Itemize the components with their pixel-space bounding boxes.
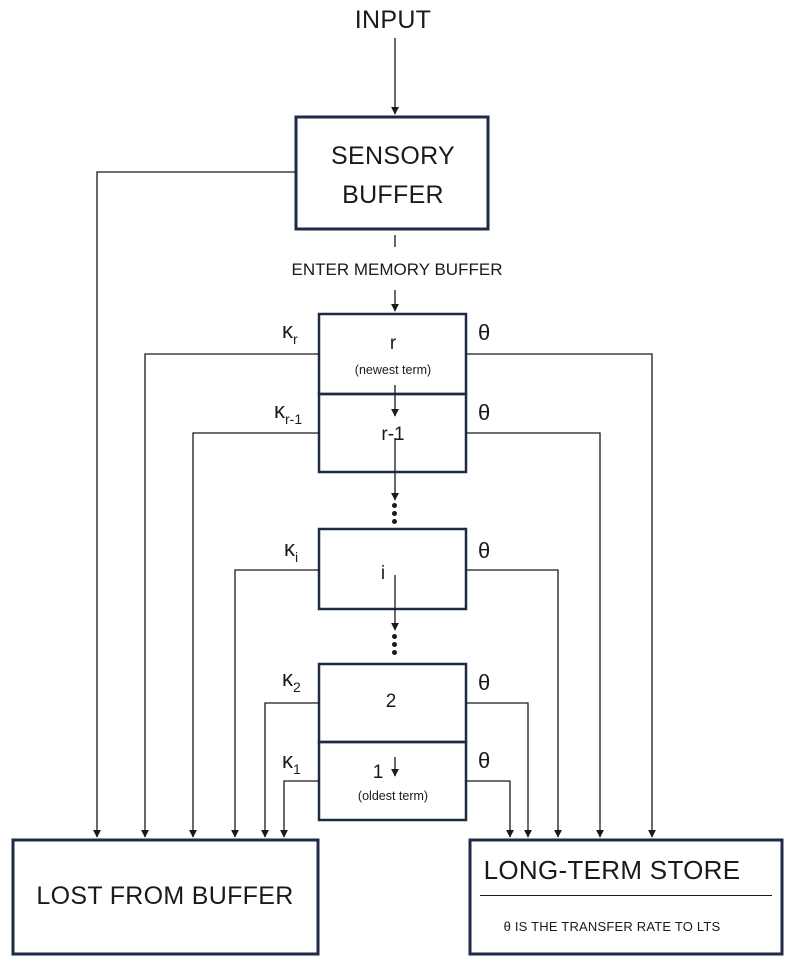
ellipsis-dot: [392, 511, 397, 516]
sensory-buffer-line2: BUFFER: [342, 181, 444, 209]
slot-note-oldest: (oldest term): [357, 789, 429, 803]
slot-label-i: i: [380, 563, 386, 584]
transfer-arrow-r-1: [466, 432, 604, 838]
lost-from-buffer-box: [11, 838, 320, 956]
ellipsis-dot: [392, 650, 397, 655]
loss-arrow-r: [141, 353, 319, 838]
theta-label-r: θ: [478, 320, 491, 345]
sensory-buffer-line1: SENSORY: [331, 142, 455, 170]
slot-box-i: [317, 527, 468, 611]
kappa-label-1: κ1: [282, 748, 301, 777]
slot-label-2: 2: [385, 691, 397, 712]
slot-label-r-1: r-1: [381, 424, 405, 445]
sensory-buffer-box: [294, 115, 490, 231]
ellipsis-dot: [392, 634, 397, 639]
loss-arrow-r-1: [189, 432, 319, 838]
transfer-arrow-i: [466, 569, 562, 838]
kappa-label-i: κi: [284, 536, 299, 565]
theta-label-i: θ: [478, 538, 491, 563]
long-term-store-title: LONG-TERM STORE: [483, 855, 741, 885]
loss-arrow-1: [280, 780, 319, 838]
kappa-label-r: κr: [282, 318, 298, 347]
input-label: INPUT: [354, 6, 432, 34]
transfer-arrow-r: [466, 353, 656, 838]
long-term-store-note: θ IS THE TRANSFER RATE TO LTS: [503, 919, 721, 934]
ellipsis-dot: [392, 519, 397, 524]
enter-memory-buffer-label: ENTER MEMORY BUFFER: [291, 260, 503, 279]
long-term-store-divider: [480, 895, 772, 896]
lost-from-buffer-label: LOST FROM BUFFER: [36, 882, 294, 910]
loss-arrow-2: [261, 702, 319, 838]
slot-label-1: 1: [372, 762, 384, 783]
slot-box-1: [317, 740, 468, 822]
transfer-arrow-1: [466, 780, 514, 838]
theta-label-r-1: θ: [478, 400, 491, 425]
long-term-store-box: [468, 838, 784, 956]
slot-note-newest: (newest term): [354, 363, 432, 377]
loss-arrow-i: [231, 569, 319, 838]
ellipsis-dot: [392, 503, 397, 508]
kappa-label-r-1: κr-1: [274, 398, 303, 427]
kappa-label-2: κ2: [282, 666, 301, 695]
slot-label-r: r: [389, 333, 397, 354]
theta-label-1: θ: [478, 748, 491, 773]
theta-label-2: θ: [478, 670, 491, 695]
transfer-arrow-2: [466, 702, 532, 838]
sensory-loss-arrow: [93, 171, 296, 838]
slot-box-r: [317, 312, 468, 396]
ellipsis-dot: [392, 642, 397, 647]
